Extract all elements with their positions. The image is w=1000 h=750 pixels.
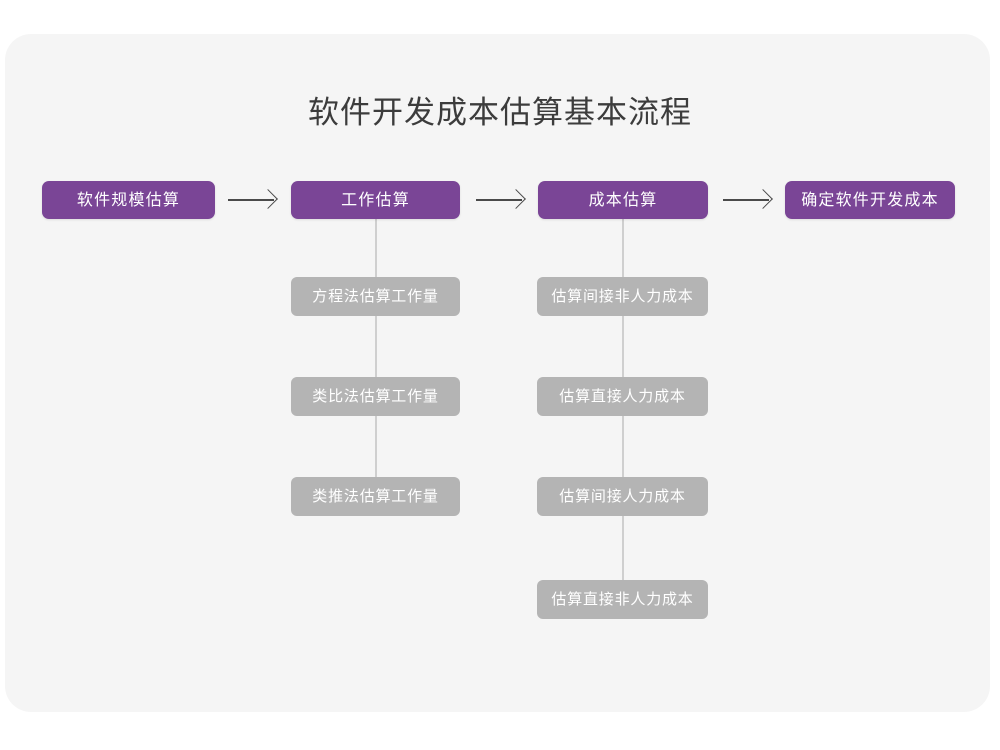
connector-line-work-estimation xyxy=(375,219,377,516)
arrow-head-icon xyxy=(753,189,773,210)
content-card xyxy=(5,34,990,712)
sub-box-work-estimation-2[interactable]: 类比法估算工作量 xyxy=(291,377,460,416)
arrow-shaft xyxy=(228,199,274,201)
arrow-shaft xyxy=(723,199,769,201)
arrow-head-icon xyxy=(506,189,526,210)
arrow-stage1-to-stage2 xyxy=(228,188,278,212)
sub-box-cost-estimation-2[interactable]: 估算直接人力成本 xyxy=(537,377,708,416)
sub-box-work-estimation-1[interactable]: 方程法估算工作量 xyxy=(291,277,460,316)
stage-box-determine-development-cost[interactable]: 确定软件开发成本 xyxy=(785,181,955,219)
arrow-stage2-to-stage3 xyxy=(476,188,526,212)
sub-box-work-estimation-3[interactable]: 类推法估算工作量 xyxy=(291,477,460,516)
connector-line-cost-estimation xyxy=(622,219,624,619)
stage-box-software-size-estimation[interactable]: 软件规模估算 xyxy=(42,181,215,219)
sub-box-cost-estimation-3[interactable]: 估算间接人力成本 xyxy=(537,477,708,516)
arrow-stage3-to-stage4 xyxy=(723,188,773,212)
page-title: 软件开发成本估算基本流程 xyxy=(308,95,692,131)
sub-box-cost-estimation-1[interactable]: 估算间接非人力成本 xyxy=(537,277,708,316)
stage-box-work-estimation[interactable]: 工作估算 xyxy=(291,181,460,219)
arrow-shaft xyxy=(476,199,522,201)
stage-box-cost-estimation[interactable]: 成本估算 xyxy=(538,181,708,219)
sub-box-cost-estimation-4[interactable]: 估算直接非人力成本 xyxy=(537,580,708,619)
arrow-head-icon xyxy=(258,189,278,210)
